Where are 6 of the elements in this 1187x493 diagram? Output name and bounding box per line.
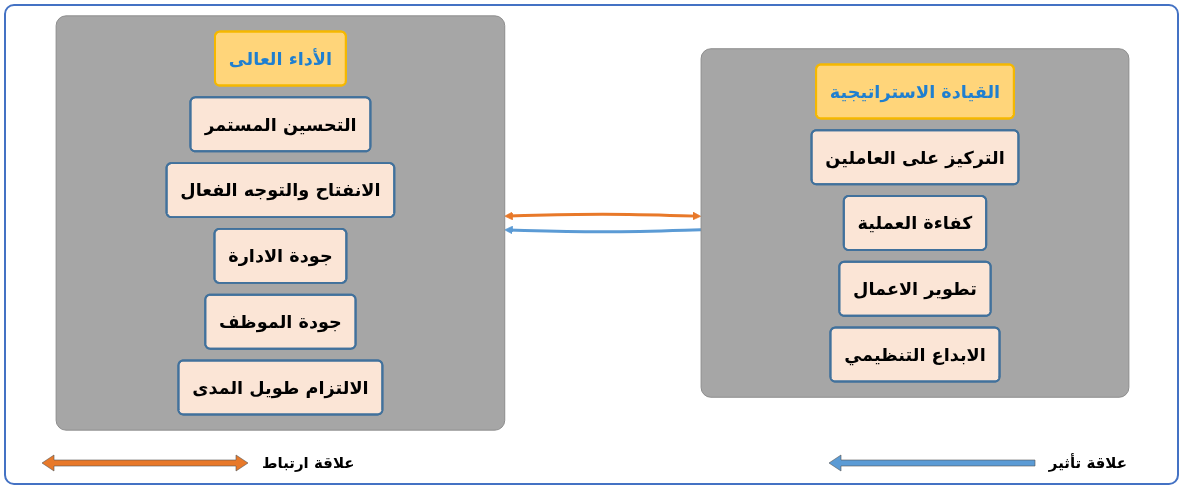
- cluster: [700, 48, 1130, 398]
- arrow: [504, 225, 702, 235]
- legend-text: علاقة تأثير: [1048, 454, 1127, 472]
- legend-text: علاقة ارتباط: [262, 454, 355, 472]
- arrow: [504, 211, 702, 221]
- cluster: [55, 15, 506, 431]
